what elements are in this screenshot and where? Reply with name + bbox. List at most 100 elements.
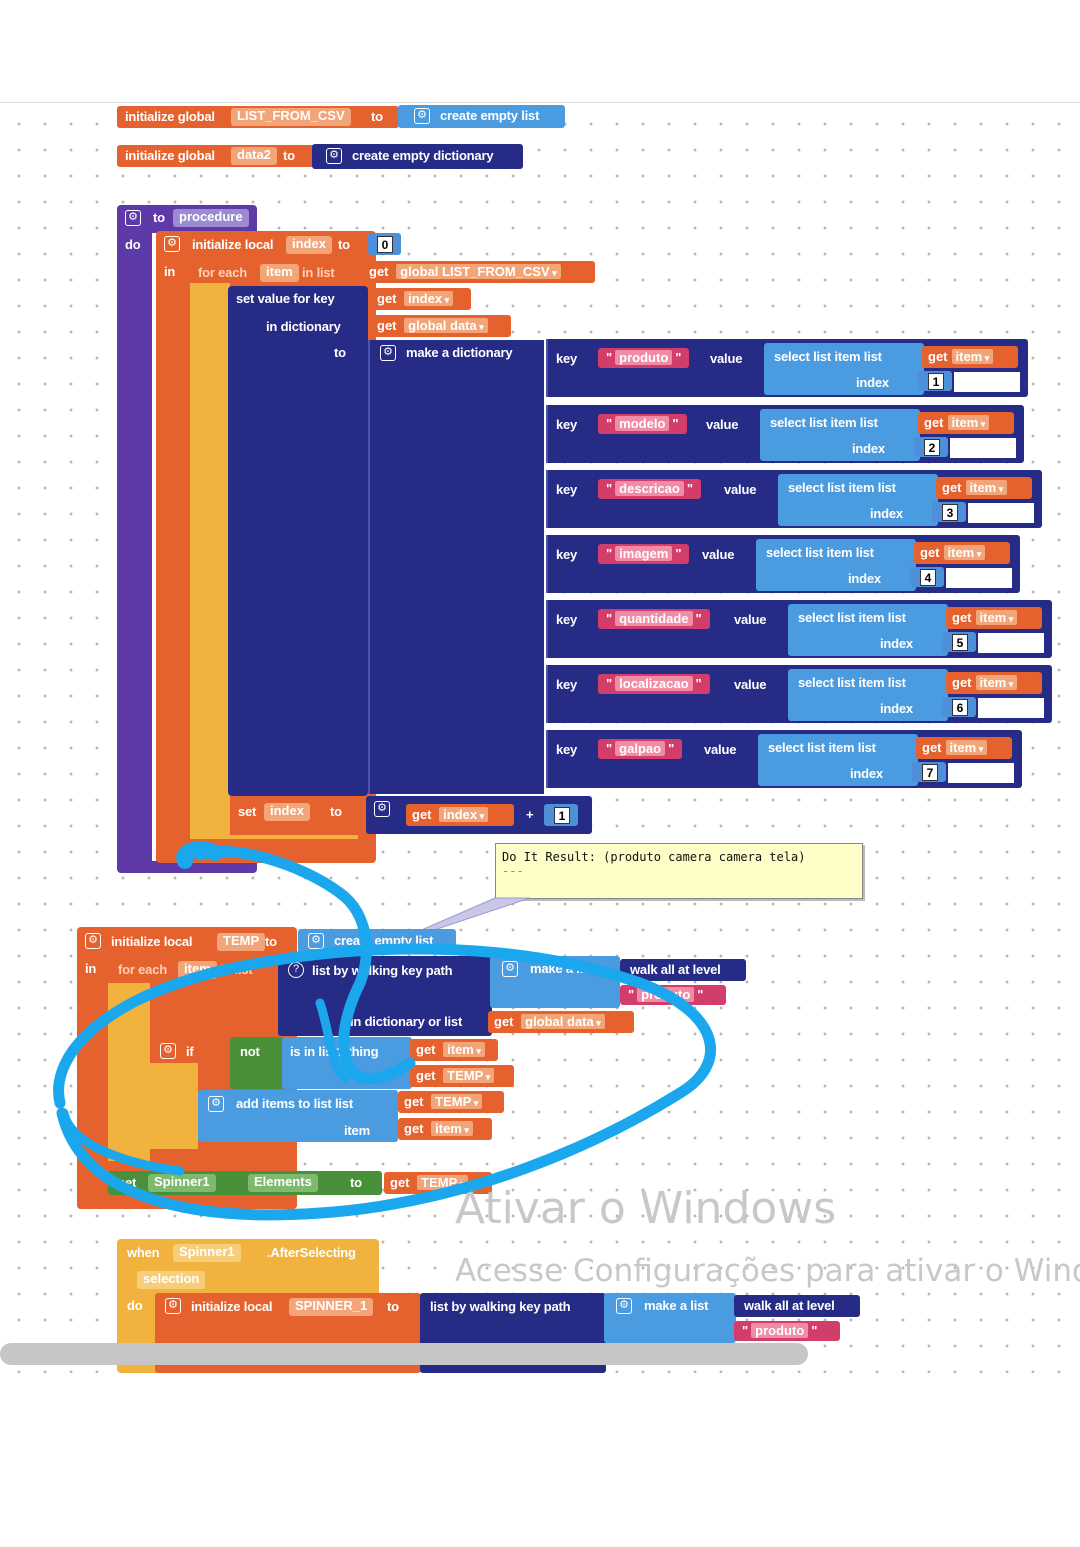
- var-name-list-from-csv[interactable]: LIST_FROM_CSV: [231, 108, 351, 126]
- var-dropdown[interactable]: item: [975, 675, 1018, 690]
- var-name-item[interactable]: item: [260, 264, 299, 282]
- get-global-data[interactable]: get global data: [488, 1011, 634, 1033]
- number-block[interactable]: 7: [912, 762, 946, 782]
- make-dictionary-block[interactable]: ⚙ make a dictionary: [368, 340, 544, 794]
- var-dropdown[interactable]: item: [443, 1042, 485, 1057]
- set-index-block[interactable]: set index to: [230, 797, 370, 833]
- number-block[interactable]: 6: [942, 697, 976, 717]
- key-text-2[interactable]: "descricao": [598, 479, 702, 499]
- var-dropdown[interactable]: item: [951, 349, 994, 364]
- not-block[interactable]: not: [230, 1037, 284, 1089]
- gear-icon[interactable]: ⚙: [380, 345, 396, 361]
- var-dropdown[interactable]: item: [943, 545, 986, 560]
- var-dropdown[interactable]: index: [404, 291, 454, 306]
- var-dropdown[interactable]: item: [975, 610, 1018, 625]
- index-value[interactable]: 6: [952, 699, 968, 716]
- number-block[interactable]: 2: [914, 437, 948, 457]
- text-value[interactable]: produto: [751, 1323, 809, 1338]
- var-dropdown[interactable]: global data: [521, 1014, 605, 1029]
- key-text-4[interactable]: "quantidade": [598, 609, 710, 629]
- create-empty-list-block[interactable]: ⚙ create empty list: [398, 105, 565, 128]
- gear-icon[interactable]: ⚙: [85, 933, 101, 949]
- get-global-data[interactable]: get global data: [371, 315, 511, 337]
- index-value[interactable]: 2: [924, 439, 940, 456]
- gear-icon[interactable]: ⚙: [374, 801, 390, 817]
- key-value[interactable]: imagem: [615, 546, 673, 561]
- key-value[interactable]: produto: [615, 350, 673, 365]
- set-value-for-key-block[interactable]: set value for key in dictionary to: [228, 286, 368, 796]
- number-value[interactable]: 0: [377, 236, 393, 253]
- var-dropdown[interactable]: global data: [404, 318, 488, 333]
- gear-icon[interactable]: ⚙: [160, 1043, 176, 1059]
- get-index[interactable]: get index: [371, 288, 471, 310]
- var-dropdown[interactable]: TEMP: [443, 1068, 495, 1083]
- number-block-0[interactable]: 0: [368, 233, 401, 255]
- index-value[interactable]: 4: [920, 569, 936, 586]
- gear-icon[interactable]: ⚙: [326, 148, 342, 164]
- text-produto[interactable]: "produto": [734, 1321, 840, 1341]
- create-empty-dict-block[interactable]: ⚙ create empty dictionary: [312, 144, 523, 169]
- key-text-1[interactable]: "modelo": [598, 414, 687, 434]
- get-index[interactable]: get index: [406, 804, 514, 826]
- gear-icon[interactable]: ⚙: [308, 933, 324, 949]
- add-items-to-list-block[interactable]: ⚙ add items to list list item: [198, 1090, 398, 1142]
- gear-icon[interactable]: ⚙: [414, 108, 430, 124]
- walk-all-at-level-block-2[interactable]: walk all at level: [734, 1295, 860, 1317]
- var-dropdown[interactable]: global LIST_FROM_CSV: [396, 264, 561, 279]
- get-item[interactable]: get item: [410, 1039, 498, 1061]
- var-dropdown-index[interactable]: index: [264, 803, 310, 821]
- get-global-list-from-csv[interactable]: get global LIST_FROM_CSV: [363, 261, 595, 283]
- index-value[interactable]: 5: [952, 634, 968, 651]
- gear-icon[interactable]: ⚙: [125, 210, 141, 226]
- var-name-data2[interactable]: data2: [231, 147, 277, 165]
- component-dropdown[interactable]: Spinner1: [173, 1244, 241, 1262]
- var-dropdown[interactable]: item: [947, 415, 990, 430]
- get-item[interactable]: get item: [398, 1118, 492, 1140]
- key-text-3[interactable]: "imagem": [598, 544, 690, 564]
- key-value[interactable]: descricao: [615, 481, 684, 496]
- key-value[interactable]: localizacao: [615, 676, 693, 691]
- var-dropdown[interactable]: item: [965, 480, 1008, 495]
- walk-all-at-level-block[interactable]: walk all at level: [620, 959, 746, 981]
- var-dropdown[interactable]: item: [945, 740, 988, 755]
- number-value[interactable]: 1: [554, 807, 570, 824]
- list-by-walking-key-path-block[interactable]: ? list by walking key path in dictionary…: [278, 956, 492, 1036]
- gear-icon[interactable]: ⚙: [208, 1096, 224, 1112]
- get-temp[interactable]: get TEMP: [410, 1065, 514, 1087]
- gear-icon[interactable]: ⚙: [502, 961, 518, 977]
- make-a-list-block-2[interactable]: ⚙ make a list: [604, 1293, 736, 1343]
- number-block[interactable]: 5: [942, 632, 976, 652]
- procedure-name-field[interactable]: procedure: [173, 209, 249, 227]
- key-value[interactable]: galpao: [615, 741, 666, 756]
- var-name-spinner-1[interactable]: SPINNER_1: [289, 1298, 374, 1316]
- index-value[interactable]: 1: [928, 373, 944, 390]
- var-name-temp[interactable]: TEMP: [217, 933, 266, 951]
- param-selection[interactable]: selection: [137, 1271, 206, 1289]
- get-temp[interactable]: get TEMP: [398, 1091, 504, 1113]
- math-add-block[interactable]: ⚙ get index + 1: [366, 796, 592, 834]
- set-spinner-elements-block[interactable]: set Spinner1 Elements to: [108, 1171, 382, 1195]
- index-value[interactable]: 3: [942, 504, 958, 521]
- horizontal-scrollbar[interactable]: [0, 1343, 808, 1365]
- number-block[interactable]: 4: [910, 567, 944, 587]
- var-dropdown[interactable]: TEMP: [431, 1094, 483, 1109]
- var-dropdown[interactable]: index: [439, 807, 489, 822]
- blocks-workspace[interactable]: initialize global LIST_FROM_CSV to ⚙ cre…: [0, 102, 1080, 1373]
- key-value[interactable]: quantidade: [615, 611, 693, 626]
- key-text-5[interactable]: "localizacao": [598, 674, 710, 694]
- property-dropdown[interactable]: Elements: [248, 1174, 318, 1192]
